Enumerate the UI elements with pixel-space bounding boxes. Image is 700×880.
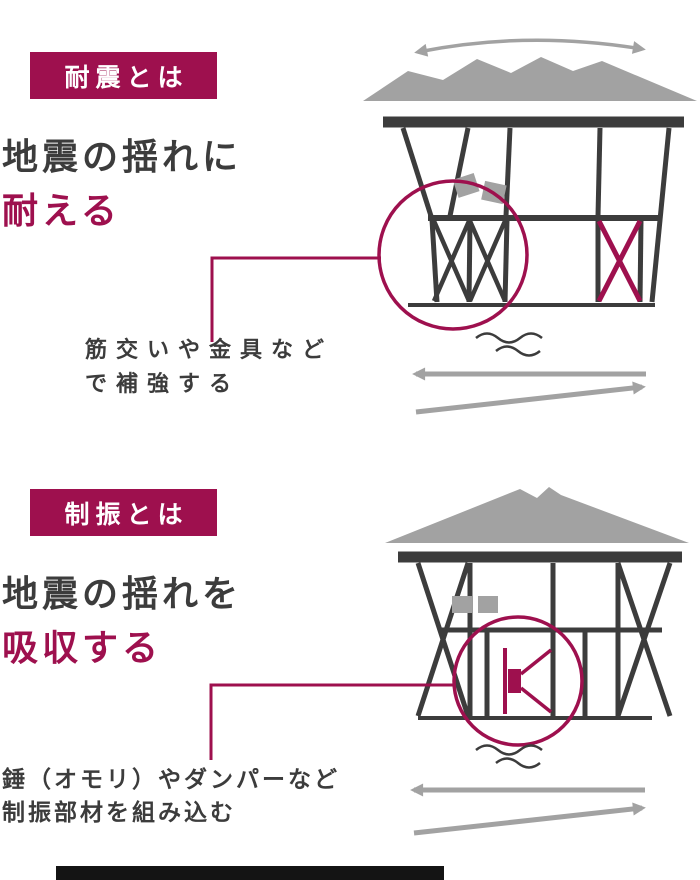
taishin-diagram [210, 38, 697, 415]
highlight-circle-icon [377, 179, 529, 331]
house-frame [398, 551, 682, 720]
ground-wave-icon [475, 744, 543, 769]
seishin-heading-accent: 吸収する [2, 628, 163, 669]
roof-icon [363, 57, 697, 101]
roof-icon [385, 487, 689, 543]
taishin-caption: 筋交いや金具など で補強する [85, 334, 333, 402]
seishin-heading: 地震の揺れを 吸収する [2, 568, 242, 676]
seishin-caption: 錘（オモリ）やダンパーなど 制振部材を組み込む [2, 764, 340, 831]
taishin-heading-plain: 地震の揺れに [2, 137, 243, 178]
ground-wave-icon [475, 332, 543, 357]
seishin-caption-line1: 錘（オモリ）やダンパーなど [2, 767, 340, 793]
taishin-heading-accent: 耐える [2, 191, 121, 232]
ground-motion-arrow-right-icon [413, 802, 646, 836]
taishin-heading: 地震の揺れに 耐える [2, 131, 242, 239]
taishin-badge: 耐震とは [30, 52, 217, 99]
seishin-heading-plain: 地震の揺れを [2, 574, 243, 615]
ground-motion-arrow-right-icon [415, 381, 646, 415]
seishin-badge: 制振とは [30, 489, 217, 536]
taishin-caption-line2: で補強する [85, 372, 241, 398]
callout-line [210, 256, 381, 342]
falling-tile-blocks [452, 173, 507, 205]
x-brace-accent-icon [596, 219, 643, 303]
seishin-diagram [209, 487, 689, 836]
seishin-caption-line2: 制振部材を組み込む [2, 800, 236, 827]
cropped-bottom-bar [56, 866, 444, 880]
damper-icon [503, 648, 553, 714]
x-brace-dark-icon [431, 220, 508, 302]
callout-line [209, 683, 454, 760]
sway-double-arrow-icon [414, 38, 646, 57]
highlight-circle-icon [452, 615, 584, 747]
house-frame [383, 116, 684, 307]
taishin-caption-line1: 筋交いや金具など [85, 338, 334, 363]
weight-blocks [452, 596, 498, 613]
